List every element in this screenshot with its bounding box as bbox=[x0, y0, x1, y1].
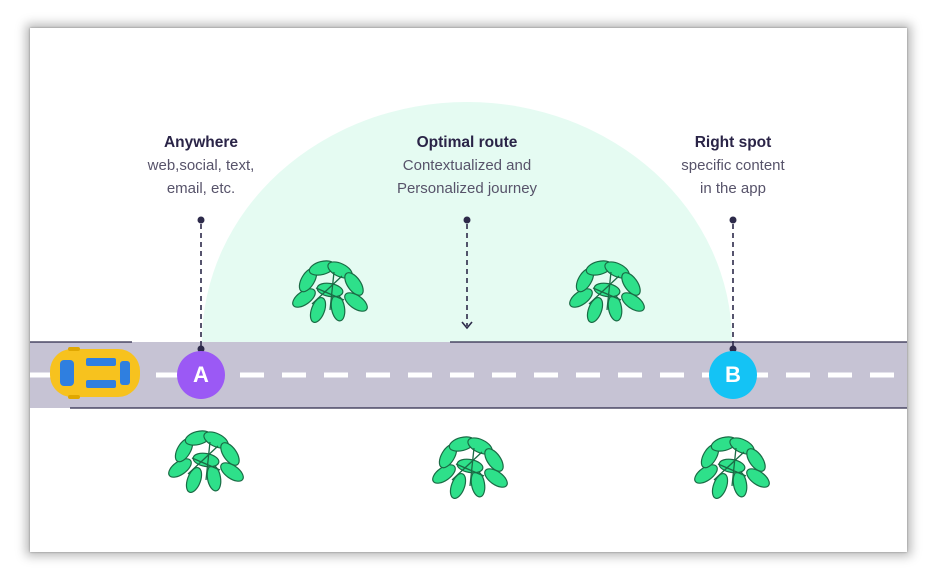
bush-icon bbox=[292, 260, 368, 324]
car-icon bbox=[50, 347, 140, 399]
label-start-line-1: web,social, text, bbox=[147, 157, 255, 174]
label-end-title: Right spot bbox=[694, 134, 772, 151]
label-end-line-1: specific content bbox=[681, 157, 785, 174]
bush-icon bbox=[694, 436, 770, 500]
label-middle-line-2: Personalized journey bbox=[396, 180, 538, 197]
label-middle-line-1: Contextualized and bbox=[402, 157, 532, 174]
label-start: Anywhere web,social, text, email, etc. bbox=[91, 132, 311, 200]
pointer-end bbox=[729, 216, 737, 353]
pointer-start bbox=[197, 216, 205, 353]
label-start-title: Anywhere bbox=[163, 134, 239, 151]
label-start-line-2: email, etc. bbox=[166, 180, 236, 197]
label-middle-title: Optimal route bbox=[416, 134, 518, 151]
label-end-line-2: in the app bbox=[700, 180, 766, 197]
marker-b: B bbox=[709, 351, 757, 399]
journey-scene bbox=[30, 102, 907, 500]
label-middle: Optimal route Contextualized and Persona… bbox=[357, 132, 577, 200]
label-end: Right spot specific content in the app bbox=[623, 132, 843, 200]
marker-a: A bbox=[177, 351, 225, 399]
pointer-middle bbox=[461, 216, 473, 330]
bush-icon bbox=[168, 430, 244, 494]
diagram-card: Anywhere web,social, text, email, etc. O… bbox=[30, 28, 907, 552]
bush-icon bbox=[569, 260, 645, 324]
bush-icon bbox=[432, 436, 508, 500]
